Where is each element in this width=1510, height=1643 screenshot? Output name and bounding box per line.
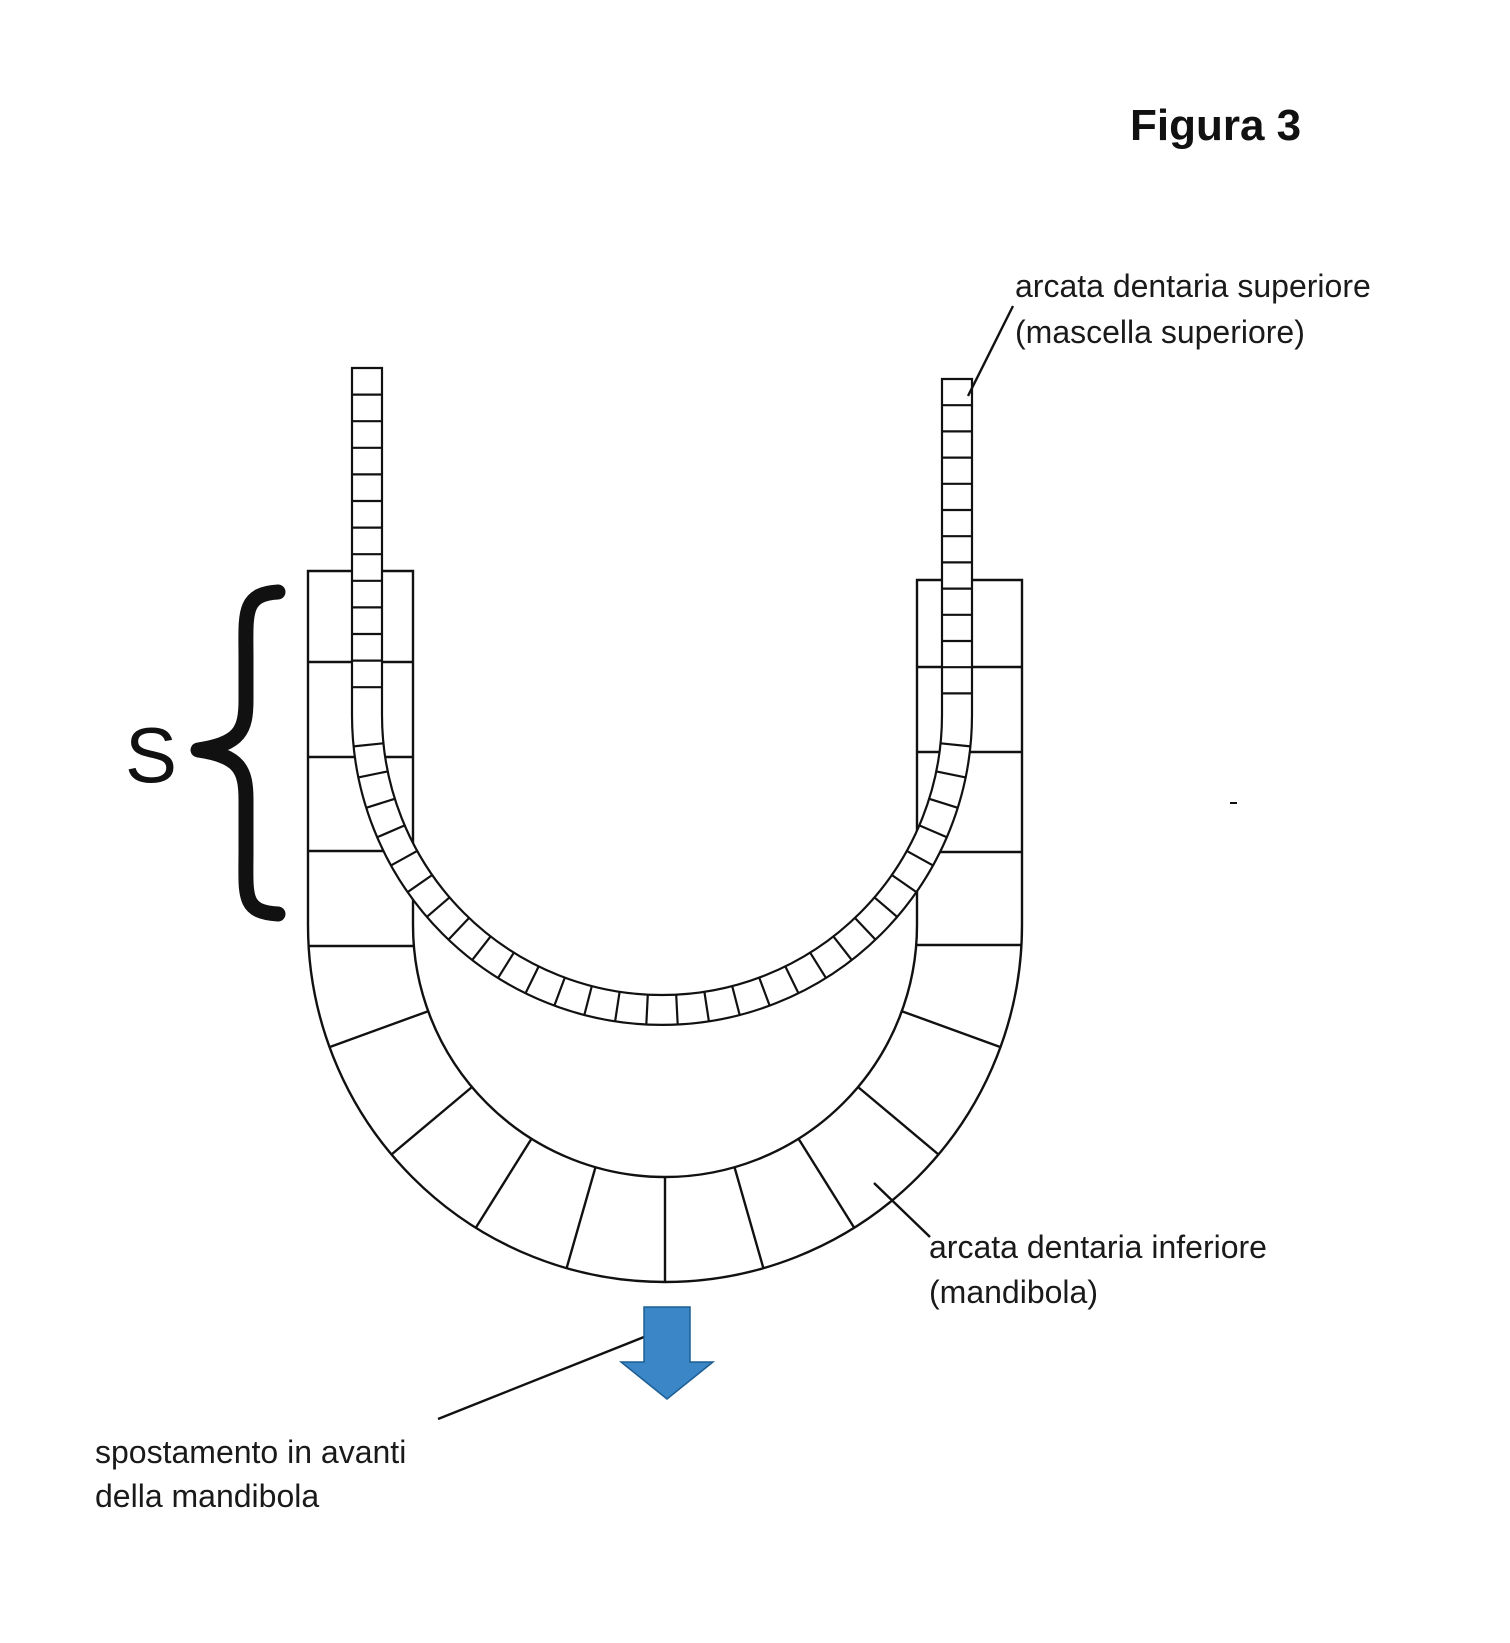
upper-tooth-divider bbox=[376, 824, 406, 839]
upper-tooth-divider bbox=[353, 742, 384, 748]
upper-arch-outline bbox=[350, 366, 974, 1027]
curly-brace-icon bbox=[190, 584, 286, 922]
lower-tooth-divider bbox=[733, 1166, 765, 1269]
upper-tooth-divider bbox=[758, 977, 771, 1007]
upper-tooth-divider bbox=[809, 952, 827, 979]
brace-label: S bbox=[125, 711, 177, 799]
upper-tooth-divider bbox=[553, 977, 566, 1007]
upper-tooth-divider bbox=[390, 849, 418, 867]
upper-tooth-divider bbox=[940, 742, 971, 748]
movement-label-line-2: della mandibola bbox=[95, 1478, 319, 1514]
figure-title: Figura 3 bbox=[1130, 101, 1301, 150]
upper-tooth-divider bbox=[675, 994, 679, 1025]
lower-tooth-divider bbox=[797, 1138, 856, 1229]
upper-tooth-divider bbox=[854, 917, 877, 941]
lower-arch-label-line-1: arcata dentaria inferiore bbox=[929, 1229, 1267, 1265]
lower-arch-label-line-2: (mandibola) bbox=[929, 1274, 1098, 1310]
lower-tooth-divider bbox=[857, 1086, 940, 1156]
upper-tooth-divider bbox=[645, 994, 649, 1025]
lower-tooth-divider bbox=[329, 1010, 429, 1049]
upper-tooth-divider bbox=[891, 874, 918, 894]
lower-arch-leader-line bbox=[873, 1182, 931, 1238]
upper-tooth-divider bbox=[614, 991, 621, 1022]
upper-tooth-divider bbox=[731, 985, 741, 1016]
upper-tooth-divider bbox=[936, 770, 966, 779]
upper-tooth-divider bbox=[358, 770, 388, 779]
upper-tooth-divider bbox=[471, 935, 492, 961]
upper-tooth-divider bbox=[365, 797, 396, 809]
upper-arch-leader-line bbox=[966, 305, 1015, 397]
upper-tooth-divider bbox=[784, 965, 800, 994]
upper-tooth-divider bbox=[918, 824, 948, 839]
arrow-down-icon bbox=[618, 1306, 716, 1400]
movement-label-line-1: spostamento in avanti bbox=[95, 1434, 406, 1470]
lower-arch bbox=[306, 569, 1024, 1284]
lower-tooth-divider bbox=[565, 1166, 597, 1269]
lower-arch-outline bbox=[306, 569, 1024, 1284]
upper-tooth-divider bbox=[524, 965, 540, 994]
upper-tooth-divider bbox=[906, 849, 934, 867]
upper-tooth-divider bbox=[928, 797, 959, 809]
lower-tooth-divider bbox=[390, 1086, 473, 1156]
lower-tooth-divider bbox=[474, 1138, 533, 1229]
upper-tooth-divider bbox=[406, 874, 433, 894]
movement-leader-line bbox=[437, 1333, 650, 1421]
upper-tooth-divider bbox=[426, 896, 451, 918]
upper-tooth-divider bbox=[703, 991, 710, 1022]
upper-tooth-divider bbox=[447, 917, 470, 941]
upper-arch-label-line-1: arcata dentaria superiore bbox=[1015, 268, 1371, 304]
upper-tooth-divider bbox=[873, 896, 898, 918]
upper-tooth-divider bbox=[497, 952, 515, 979]
upper-arch bbox=[350, 366, 974, 1027]
upper-tooth-divider bbox=[583, 985, 593, 1016]
upper-arch-label-line-2: (mascella superiore) bbox=[1015, 314, 1305, 350]
lower-tooth-divider bbox=[901, 1010, 1001, 1049]
upper-tooth-divider bbox=[832, 935, 853, 961]
